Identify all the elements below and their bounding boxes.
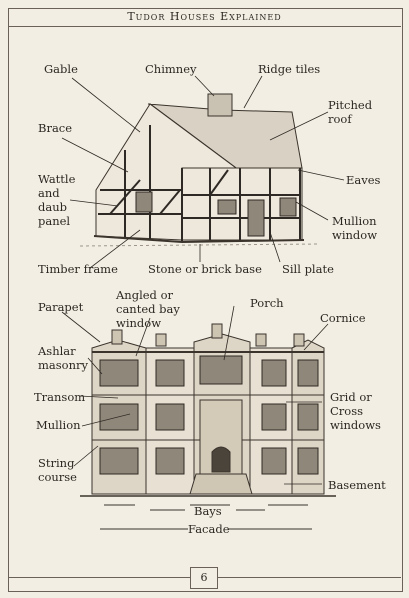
label-wattle-and-daub: Wattle and daub panel [38,172,76,228]
label-chimney: Chimney [145,62,197,76]
label-grid-windows: Grid or Cross windows [330,390,381,432]
label-timber-frame: Timber frame [38,262,118,276]
mansion-windows [99,355,319,475]
label-porch: Porch [250,296,284,310]
label-transom: Transom [34,390,86,404]
label-basement: Basement [328,478,386,492]
label-cornice: Cornice [320,311,366,325]
label-bays: Bays [194,504,222,518]
label-eaves: Eaves [346,173,381,187]
leader-lines [61,75,345,485]
page-frame [8,8,403,592]
label-ridge-tiles: Ridge tiles [258,62,321,76]
mansion-door [211,446,231,473]
label-stone-or-brick-base: Stone or brick base [148,262,262,276]
cottage-chimney [207,93,233,117]
label-string-course: String course [38,456,77,484]
page-number: 6 [190,567,218,589]
label-facade: Facade [188,522,230,536]
label-mullion-window: Mullion window [332,214,378,242]
label-mullion: Mullion [36,418,81,432]
label-sill-plate: Sill plate [282,262,334,276]
label-parapet: Parapet [38,300,84,314]
label-pitched-roof: Pitched roof [328,98,373,126]
mansion-illustration [80,323,336,497]
label-brace: Brace [38,121,73,135]
page-header: Tudor Houses Explained [8,8,401,27]
label-gable: Gable [44,62,78,76]
cottage-illustration [79,93,321,247]
label-ashlar-masonry: Ashlar masonry [38,344,88,372]
label-angled-bay: Angled or canted bay window [116,288,180,330]
measure-lines [100,504,312,530]
cottage-base [93,235,305,244]
